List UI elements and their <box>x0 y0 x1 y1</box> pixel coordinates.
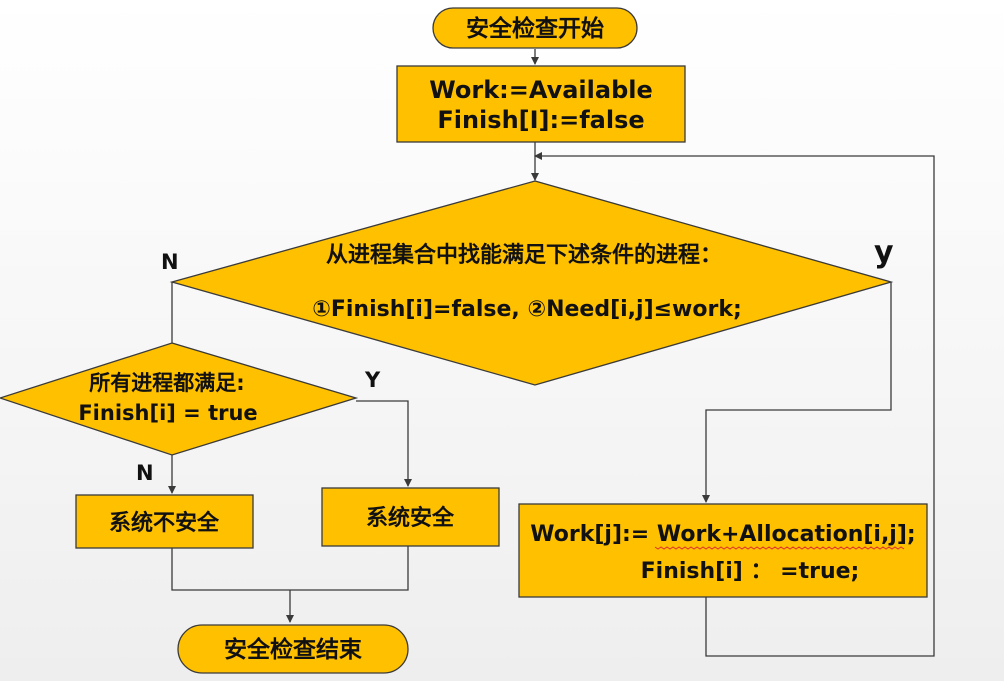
safe-shape <box>321 487 500 547</box>
connector-merge <box>171 546 409 591</box>
safe-label: 系统安全 <box>366 505 455 531</box>
find-decision: 从进程集合中找能满足下述条件的进程： ①Finish[i]=false, ②Ne… <box>169 180 894 386</box>
update-line2: Finish[i] ： =true; <box>641 559 860 584</box>
end-shape <box>177 624 409 674</box>
all-yes-label: Y <box>364 368 381 392</box>
unsafe-process: 系统不安全 <box>75 494 254 549</box>
connector-loop-back <box>534 152 935 657</box>
all-finished-shape <box>0 342 359 456</box>
all-no-label: N <box>136 461 154 485</box>
safe-process: 系统安全 <box>321 487 500 547</box>
init-shape <box>396 65 686 143</box>
end-label: 安全检查结束 <box>224 636 363 663</box>
find-yes-label: y <box>874 235 894 270</box>
connector-all-yes <box>356 400 412 487</box>
unsafe-shape <box>75 494 254 549</box>
unsafe-label: 系统不安全 <box>109 510 220 536</box>
connectors <box>168 49 935 657</box>
all-finished-decision: 所有进程都满足: Finish[i] = true <box>0 342 359 456</box>
find-decision-shape <box>169 180 894 386</box>
all-line1: 所有进程都满足: <box>89 371 244 395</box>
connector-find-yes <box>702 282 892 503</box>
all-line2: Finish[i] = true <box>78 401 257 425</box>
init-process: Work:=Available Finish[I]:=false <box>396 65 686 143</box>
find-line2: ①Finish[i]=false, ②Need[i,j]≤work; <box>312 297 742 322</box>
start-label: 安全检查开始 <box>466 15 604 42</box>
init-line1: Work:=Available <box>429 76 653 104</box>
start-shape <box>432 7 638 49</box>
find-no-label: N <box>161 250 179 274</box>
spellcheck-underline <box>654 546 905 550</box>
end-terminator: 安全检查结束 <box>177 624 409 674</box>
start-terminator: 安全检查开始 <box>432 7 638 49</box>
update-line1: Work[j]:= Work+Allocation[i,j]; <box>530 522 915 547</box>
update-shape <box>518 503 928 598</box>
init-line2: Finish[I]:=false <box>437 106 644 134</box>
update-process: Work[j]:= Work+Allocation[i,j]; Finish[i… <box>518 503 928 598</box>
find-line1: 从进程集合中找能满足下述条件的进程： <box>326 242 722 268</box>
